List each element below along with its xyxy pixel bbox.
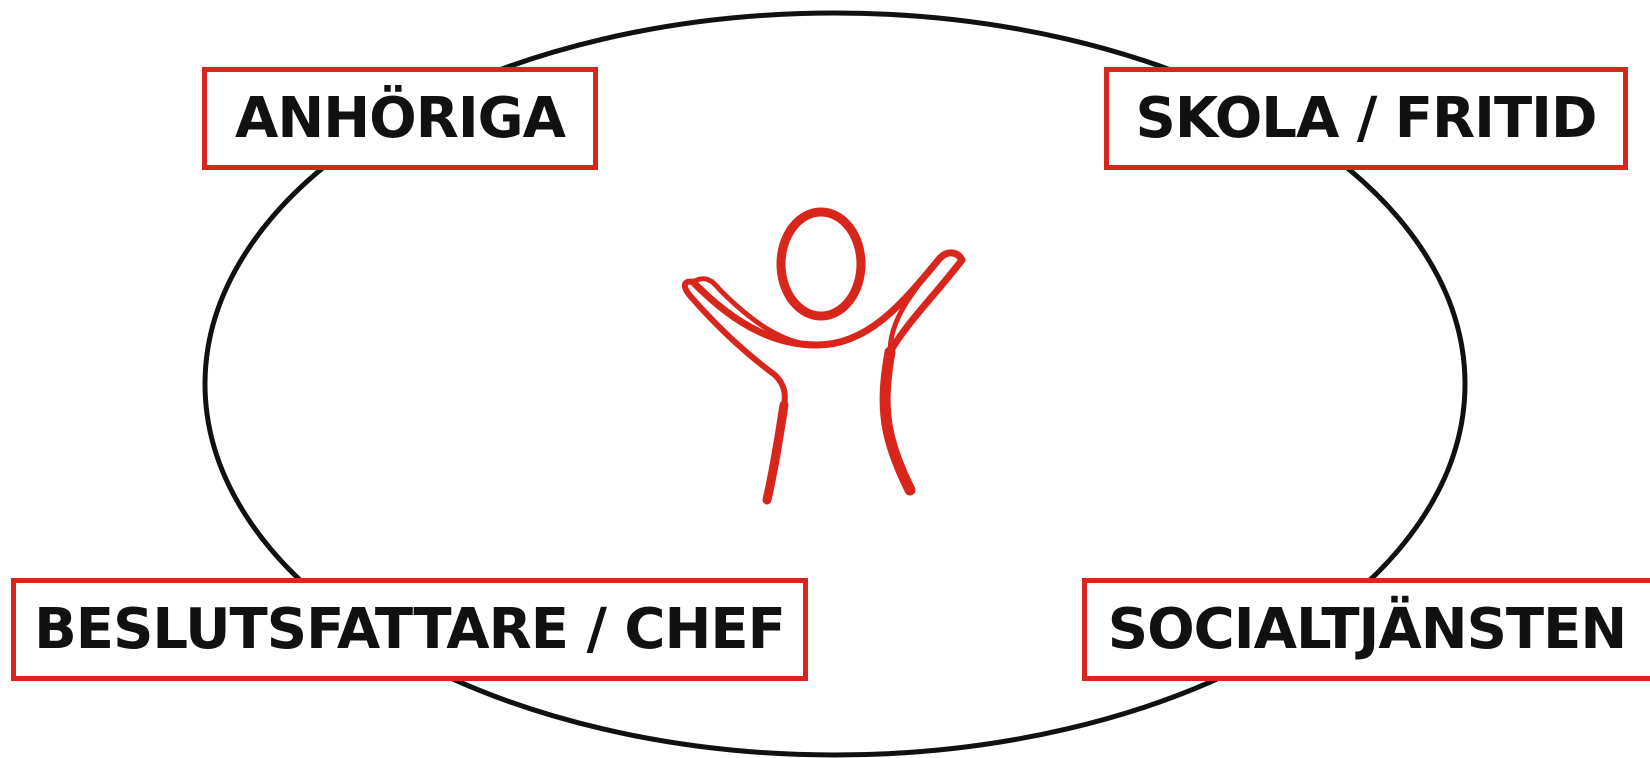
label-skola-fritid: SKOLA / FRITID — [1104, 67, 1628, 170]
label-socialtjansten: SOCIALTJÄNSTEN — [1082, 578, 1650, 681]
label-anhoriga: ANHÖRIGA — [202, 67, 598, 170]
network-ellipse — [202, 10, 1468, 758]
label-beslutsfattare-chef: BESLUTSFATTARE / CHEF — [11, 578, 808, 681]
person-arms-raised-icon — [681, 207, 966, 505]
label-beslutsfattare-chef-text: BESLUTSFATTARE / CHEF — [34, 596, 786, 662]
label-skola-fritid-text: SKOLA / FRITID — [1135, 85, 1597, 151]
label-socialtjansten-text: SOCIALTJÄNSTEN — [1107, 596, 1628, 662]
label-anhoriga-text: ANHÖRIGA — [235, 85, 566, 151]
